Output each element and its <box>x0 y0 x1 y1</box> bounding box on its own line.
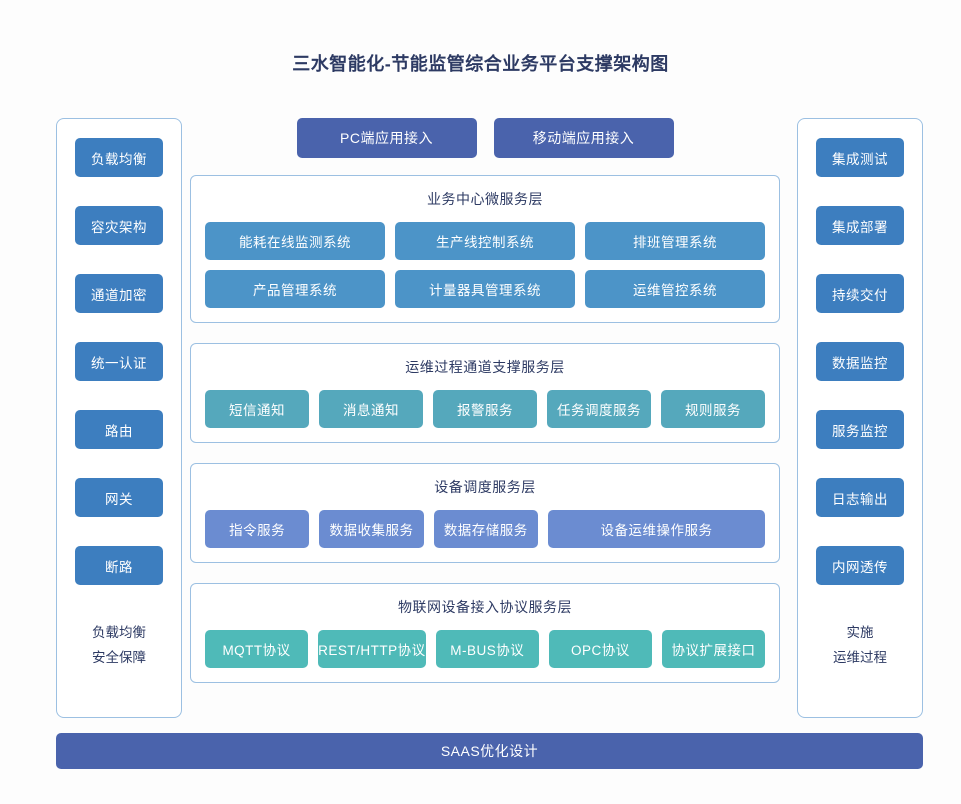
left-button-6[interactable]: 网关 <box>75 478 163 517</box>
left-footer-line-2: 安全保障 <box>92 650 146 665</box>
saas-optimization-bar: SAAS优化设计 <box>56 733 923 769</box>
layer-ops-row-1: 短信通知消息通知报警服务任务调度服务规则服务 <box>205 390 765 428</box>
service-chip-device-1-4[interactable]: 设备运维操作服务 <box>547 510 765 548</box>
service-chip-business-2-2[interactable]: 计量器具管理系统 <box>395 270 575 308</box>
right-footer-line-1: 实施 <box>846 625 874 640</box>
right-button-3[interactable]: 持续交付 <box>816 274 904 313</box>
layer-title-iot: 物联网设备接入协议服务层 <box>398 599 572 615</box>
layer-business: 业务中心微服务层能耗在线监测系统生产线控制系统排班管理系统产品管理系统计量器具管… <box>190 175 780 323</box>
right-column-footer: 实施 运维过程 <box>833 620 887 670</box>
left-column-buttons: 负载均衡容灾架构通道加密统一认证路由网关断路 <box>75 138 163 614</box>
right-button-5[interactable]: 服务监控 <box>816 410 904 449</box>
layer-title-business: 业务中心微服务层 <box>427 191 543 207</box>
service-chip-iot-1-4[interactable]: OPC协议 <box>548 630 652 668</box>
left-button-2[interactable]: 容灾架构 <box>75 206 163 245</box>
service-chip-iot-1-1[interactable]: MQTT协议 <box>205 630 309 668</box>
access-button-2[interactable]: 移动端应用接入 <box>493 118 674 158</box>
service-chip-iot-1-2[interactable]: REST/HTTP协议 <box>318 630 426 668</box>
layer-title-ops: 运维过程通道支撑服务层 <box>405 359 565 375</box>
right-button-4[interactable]: 数据监控 <box>816 342 904 381</box>
page-title: 三水智能化-节能监管综合业务平台支撑架构图 <box>292 54 669 74</box>
service-chip-ops-1-4[interactable]: 任务调度服务 <box>547 390 651 428</box>
right-button-1[interactable]: 集成测试 <box>816 138 904 177</box>
service-chip-iot-1-5[interactable]: 协议扩展接口 <box>661 630 766 668</box>
layer-business-row-1: 能耗在线监测系统生产线控制系统排班管理系统 <box>205 222 765 260</box>
service-chip-device-1-3[interactable]: 数据存储服务 <box>433 510 538 548</box>
service-chip-ops-1-2[interactable]: 消息通知 <box>319 390 423 428</box>
left-button-5[interactable]: 路由 <box>75 410 163 449</box>
service-chip-ops-1-3[interactable]: 报警服务 <box>433 390 537 428</box>
service-chip-business-2-3[interactable]: 运维管控系统 <box>585 270 765 308</box>
access-button-1[interactable]: PC端应用接入 <box>296 118 477 158</box>
left-button-1[interactable]: 负载均衡 <box>75 138 163 177</box>
right-button-6[interactable]: 日志输出 <box>816 478 904 517</box>
left-button-3[interactable]: 通道加密 <box>75 274 163 313</box>
service-chip-business-2-1[interactable]: 产品管理系统 <box>205 270 385 308</box>
left-footer-line-1: 负载均衡 <box>92 625 146 640</box>
left-column-footer: 负载均衡 安全保障 <box>92 620 146 670</box>
left-button-4[interactable]: 统一认证 <box>75 342 163 381</box>
left-button-7[interactable]: 断路 <box>75 546 163 585</box>
service-chip-business-1-2[interactable]: 生产线控制系统 <box>395 222 575 260</box>
layer-device: 设备调度服务层指令服务数据收集服务数据存储服务设备运维操作服务 <box>190 463 780 563</box>
service-chip-iot-1-3[interactable]: M-BUS协议 <box>435 630 539 668</box>
service-chip-ops-1-5[interactable]: 规则服务 <box>661 390 765 428</box>
right-button-2[interactable]: 集成部署 <box>816 206 904 245</box>
right-button-7[interactable]: 内网透传 <box>816 546 904 585</box>
center-stack: PC端应用接入移动端应用接入 业务中心微服务层能耗在线监测系统生产线控制系统排班… <box>190 118 780 703</box>
right-column-buttons: 集成测试集成部署持续交付数据监控服务监控日志输出内网透传 <box>816 138 904 614</box>
left-support-column: 负载均衡容灾架构通道加密统一认证路由网关断路 负载均衡 安全保障 <box>56 118 182 718</box>
service-chip-ops-1-1[interactable]: 短信通知 <box>205 390 309 428</box>
right-support-column: 集成测试集成部署持续交付数据监控服务监控日志输出内网透传 实施 运维过程 <box>797 118 923 718</box>
service-chip-device-1-2[interactable]: 数据收集服务 <box>319 510 424 548</box>
service-layers: 业务中心微服务层能耗在线监测系统生产线控制系统排班管理系统产品管理系统计量器具管… <box>190 175 780 683</box>
right-footer-line-2: 运维过程 <box>833 650 887 665</box>
layer-title-device: 设备调度服务层 <box>434 479 536 495</box>
service-chip-business-1-1[interactable]: 能耗在线监测系统 <box>205 222 385 260</box>
service-chip-business-1-3[interactable]: 排班管理系统 <box>585 222 765 260</box>
layer-business-row-2: 产品管理系统计量器具管理系统运维管控系统 <box>205 270 765 308</box>
layer-ops: 运维过程通道支撑服务层短信通知消息通知报警服务任务调度服务规则服务 <box>190 343 780 443</box>
application-access-row: PC端应用接入移动端应用接入 <box>190 118 780 158</box>
layer-device-row-1: 指令服务数据收集服务数据存储服务设备运维操作服务 <box>205 510 765 548</box>
service-chip-device-1-1[interactable]: 指令服务 <box>205 510 310 548</box>
